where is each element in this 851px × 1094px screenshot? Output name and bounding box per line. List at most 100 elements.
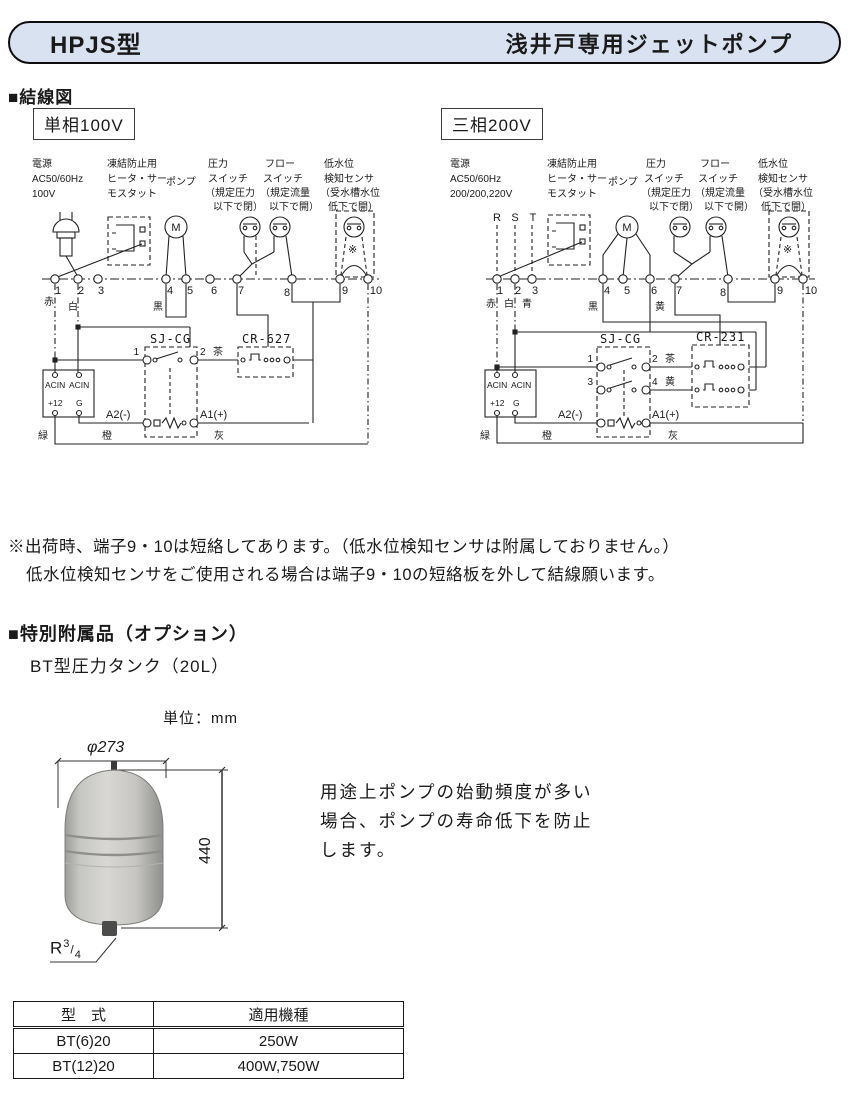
svg-text:（規定流量: （規定流量: [260, 186, 310, 199]
tank-description: 用途上ポンプの始動頻度が多い 場合、ポンプの寿命低下を防止 します。: [320, 778, 592, 865]
svg-text:（規定圧力: （規定圧力: [205, 186, 255, 199]
contact-1: 1: [587, 354, 593, 365]
tank-dimension-text: φ273 440: [87, 739, 214, 864]
svg-text:検知センサ: 検知センサ: [324, 172, 374, 185]
svg-text:3: 3: [98, 285, 104, 297]
col-header-model: 型 式: [13, 1001, 154, 1029]
unit-label: 単位：mm: [163, 710, 238, 727]
pressure-switch-label: 圧力: [208, 157, 228, 170]
wiring-lines-100v: [42, 210, 382, 445]
description-line: 用途上ポンプの始動頻度が多い: [320, 782, 593, 802]
a1-label: A1(+): [652, 409, 679, 421]
svg-text:ACIN: ACIN: [69, 380, 89, 390]
contact-4: 4: [652, 377, 658, 388]
svg-text:10: 10: [370, 285, 382, 297]
wiring-section-title: ■結線図: [8, 88, 74, 107]
svg-text:（規定圧力: （規定圧力: [641, 186, 691, 199]
wire-black: 黒: [588, 301, 598, 313]
svg-text:モスタット: モスタット: [547, 188, 597, 200]
heater-label: 凍結防止用: [107, 157, 157, 170]
jumper-mark: ※: [348, 244, 357, 256]
wiring-diagram-100v: 電源 AC50/60Hz 100V 凍結防止用 ヒータ・サー モスタット ポンプ…: [32, 157, 382, 445]
svg-text:スイッチ: スイッチ: [698, 173, 738, 185]
svg-text:1: 1: [497, 285, 503, 297]
wire-green: 緑: [38, 429, 48, 442]
svg-text:以下で開）: 以下で開）: [704, 201, 754, 213]
tank-image: [64, 761, 164, 936]
model-cell: BT(6)20: [13, 1027, 154, 1054]
contact-1: 1: [133, 347, 139, 358]
heater-label: 凍結防止用: [547, 157, 597, 170]
wire-black: 黒: [153, 301, 163, 313]
svg-text:AC50/60Hz: AC50/60Hz: [32, 174, 83, 185]
acin-labels: ACIN ACIN +12 G: [487, 380, 531, 408]
svg-text:スイッチ: スイッチ: [263, 173, 303, 185]
contact-2: 2: [652, 354, 658, 365]
wire-gray: 灰: [214, 429, 224, 442]
svg-text:2: 2: [515, 285, 521, 297]
terminal-numbers-100v: 1 2 3 4 5 6 7 8 9 10: [55, 285, 382, 299]
flow-switch-label: フロー: [265, 159, 295, 170]
svg-text:ヒータ・サー: ヒータ・サー: [107, 173, 167, 185]
svg-text:+12: +12: [490, 398, 505, 408]
flow-switch-label: フロー: [700, 159, 730, 170]
pump-label: ポンプ: [608, 176, 638, 188]
wiring-lines-200v: [484, 210, 815, 444]
svg-text:低下で開）: 低下で開）: [761, 200, 811, 213]
svg-text:5: 5: [187, 285, 193, 297]
a2-label: A2(-): [558, 409, 582, 421]
voltage-tag-200v: 三相200V: [441, 108, 543, 140]
svg-text:7: 7: [238, 285, 244, 297]
tank-figure: φ273 440: [50, 739, 228, 963]
contact-4-color: 黄: [665, 375, 675, 388]
model-cell: BT(12)20: [13, 1053, 154, 1079]
jumper-mark: ※: [783, 244, 792, 256]
accessory-subtitle: BT型圧力タンク（20L）: [30, 657, 230, 676]
wire-green: 緑: [480, 429, 490, 442]
svg-text:5: 5: [624, 285, 630, 297]
accessory-section-title: ■特別附属品（オプション）: [8, 624, 248, 644]
svg-text:（受水槽水位: （受水槽水位: [753, 186, 813, 199]
height-dim: 440: [197, 837, 214, 864]
svg-text:+12: +12: [48, 398, 63, 408]
svg-text:8: 8: [284, 287, 290, 299]
description-line: します。: [320, 840, 397, 860]
svg-text:1: 1: [55, 285, 61, 297]
svg-text:100V: 100V: [32, 189, 56, 200]
tank-dimension-lines: [50, 757, 228, 963]
wire-red: 赤: [486, 298, 496, 310]
svg-text:低下で開）: 低下で開）: [328, 200, 378, 213]
power-label: 電源: [450, 157, 470, 170]
motor-letter: M: [171, 222, 180, 234]
svg-text:R: R: [493, 212, 501, 224]
svg-text:6: 6: [651, 285, 657, 297]
header-banner: HPJS型 浅井戸専用ジェットポンプ: [8, 21, 841, 64]
model-title: HPJS型: [50, 32, 142, 59]
svg-text:G: G: [513, 398, 520, 408]
svg-text:8: 8: [720, 287, 726, 299]
pump-label: ポンプ: [166, 176, 196, 188]
svg-text:10: 10: [805, 285, 817, 297]
svg-text:G: G: [76, 398, 83, 408]
shipping-note-line2: 低水位検知センサをご使用される場合は端子9・10の短絡板を外して結線願います。: [26, 566, 665, 584]
svg-text:9: 9: [777, 285, 783, 297]
applicable-cell: 250W: [153, 1027, 404, 1054]
contact-3: 3: [587, 377, 593, 388]
svg-text:7: 7: [676, 285, 682, 297]
wiring-labels-100v: 電源 AC50/60Hz 100V 凍結防止用 ヒータ・サー モスタット ポンプ…: [32, 157, 382, 442]
wire-red: 赤: [44, 296, 54, 308]
product-title: 浅井戸専用ジェットポンプ: [505, 31, 793, 57]
contact-2-color: 茶: [665, 352, 675, 365]
relay-cr231-label: CR-231: [696, 330, 745, 344]
svg-text:スイッチ: スイッチ: [644, 173, 684, 185]
svg-text:6: 6: [211, 285, 217, 297]
wire-orange: 橙: [102, 429, 112, 442]
svg-text:ACIN: ACIN: [45, 380, 65, 390]
svg-text:以下で閉）: 以下で閉）: [213, 201, 263, 213]
table-header-row: 型 式 適用機種: [13, 1001, 404, 1029]
relay-sjcg-label: SJ-CG: [150, 332, 191, 346]
table-row: BT(12)20 400W,750W: [13, 1053, 404, 1079]
svg-text:4: 4: [604, 285, 610, 297]
terminal-numbers-200v: 1 2 3 4 5 6 7 8 9 10: [497, 285, 817, 299]
svg-text:AC50/60Hz: AC50/60Hz: [450, 174, 501, 185]
